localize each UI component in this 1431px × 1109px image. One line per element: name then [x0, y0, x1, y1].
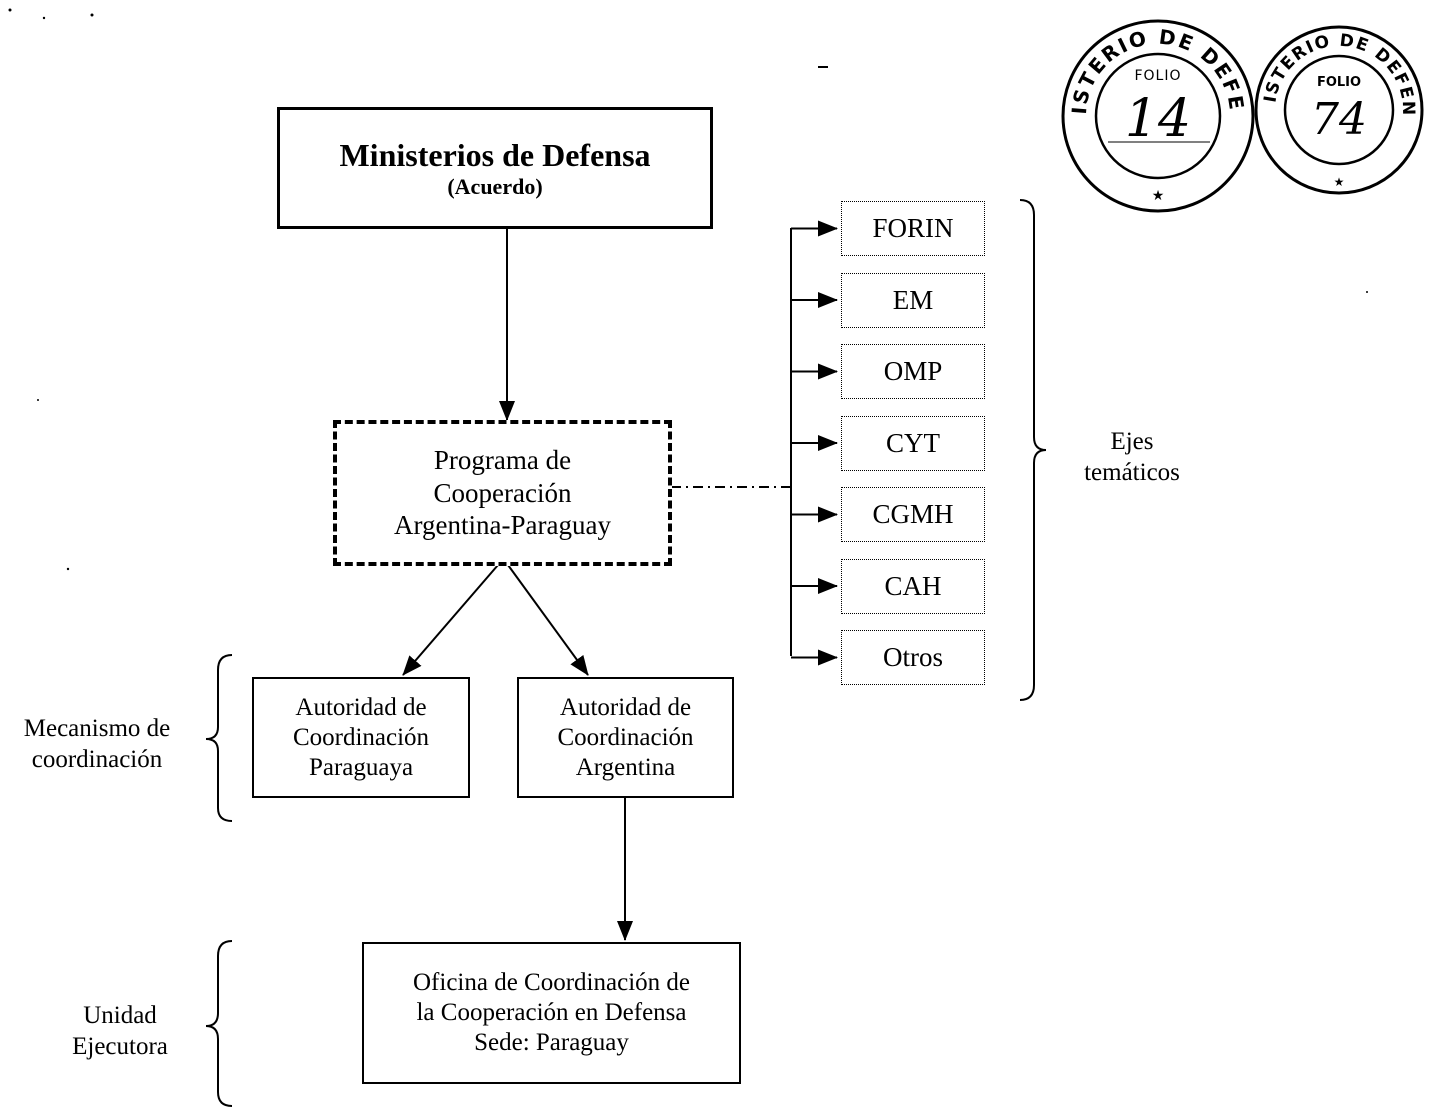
- seal-stamp-1: MINISTERIO DE DEFENSA FOLIO 14 ★: [1060, 18, 1255, 213]
- autoridad-ar-line-3: Argentina: [575, 753, 676, 781]
- autoridad-py-line-3: Paraguaya: [308, 753, 414, 781]
- oficina-line-3: Sede: Paraguay: [474, 1029, 629, 1056]
- autoridad-paraguaya-box: Autoridad de Coordinación Paraguaya: [252, 677, 470, 798]
- brace-unidad: [205, 940, 233, 1107]
- eje-box: FORIN: [841, 201, 985, 256]
- seal-1-folio-label: FOLIO: [1134, 68, 1181, 84]
- unidad-label: Unidad Ejecutora: [40, 1000, 200, 1063]
- eje-box: OMP: [841, 344, 985, 399]
- eje-box: EM: [841, 272, 985, 328]
- programa-line-2: Cooperación: [433, 477, 572, 508]
- autoridad-py-line-2: Coordinación: [292, 723, 430, 751]
- unidad-label-line-1: Unidad: [83, 1002, 157, 1029]
- eje-box: CYT: [841, 415, 985, 471]
- eje-label: FORIN: [872, 213, 954, 244]
- eje-label: Otros: [883, 642, 943, 673]
- oficina-line-2: la Cooperación en Defensa: [416, 999, 687, 1026]
- seal-stamp-2: MINISTERIO DE DEFENSA FOLIO 74 ★: [1253, 24, 1424, 195]
- oficina-line-1: Oficina de Coordinación de: [413, 969, 690, 996]
- eje-label: CGMH: [872, 499, 954, 530]
- mecanismo-label-line-1: Mecanismo de: [23, 715, 171, 742]
- eje-label: EM: [892, 284, 934, 315]
- arrow-programa-autoridad-py: [402, 564, 499, 676]
- ministerios-box: Ministerios de Defensa (Acuerdo): [277, 107, 713, 229]
- ministerios-title: Ministerios de Defensa: [339, 136, 651, 173]
- eje-label: CYT: [886, 427, 940, 458]
- autoridad-py-line-1: Autoridad de: [295, 693, 427, 721]
- eje-label: CAH: [884, 570, 942, 601]
- mecanismo-label-line-2: coordinación: [31, 746, 163, 774]
- eje-box: CGMH: [841, 487, 985, 542]
- eje-label: OMP: [883, 356, 943, 387]
- ejes-label-line-2: temáticos: [1084, 459, 1180, 487]
- autoridad-ar-line-2: Coordinación: [557, 723, 694, 751]
- ejes-label-line-1: Ejes: [1110, 428, 1154, 455]
- scan-specks: [8, 8, 1368, 571]
- autoridad-ar-line-1: Autoridad de: [559, 693, 692, 721]
- programa-line-3: Argentina-Paraguay: [394, 510, 611, 541]
- seal-1-star-icon: ★: [1152, 189, 1165, 204]
- autoridad-argentina-box: Autoridad de Coordinación Argentina: [517, 677, 734, 798]
- eje-box: CAH: [841, 558, 985, 614]
- ministerios-subtitle: (Acuerdo): [447, 174, 543, 199]
- seal-1-folio-number: 14: [1125, 89, 1191, 149]
- seal-2-star-icon: ★: [1334, 175, 1345, 189]
- seal-2-folio-number: 74: [1311, 94, 1367, 145]
- brace-mecanismo: [205, 654, 233, 822]
- seal-2-folio-label: FOLIO: [1317, 75, 1361, 90]
- programa-box: Programa de Cooperación Argentina-Paragu…: [333, 420, 672, 566]
- unidad-label-line-2: Ejecutora: [72, 1033, 168, 1061]
- mecanismo-label: Mecanismo de coordinación: [4, 713, 190, 776]
- arrow-programa-autoridad-ar: [507, 564, 589, 676]
- brace-ejes: [1019, 199, 1047, 701]
- programa-line-1: Programa de: [433, 445, 572, 476]
- oficina-box: Oficina de Coordinación de la Cooperació…: [362, 942, 741, 1084]
- ejes-tematicos-label: Ejes temáticos: [1062, 426, 1202, 489]
- eje-box: Otros: [841, 630, 985, 685]
